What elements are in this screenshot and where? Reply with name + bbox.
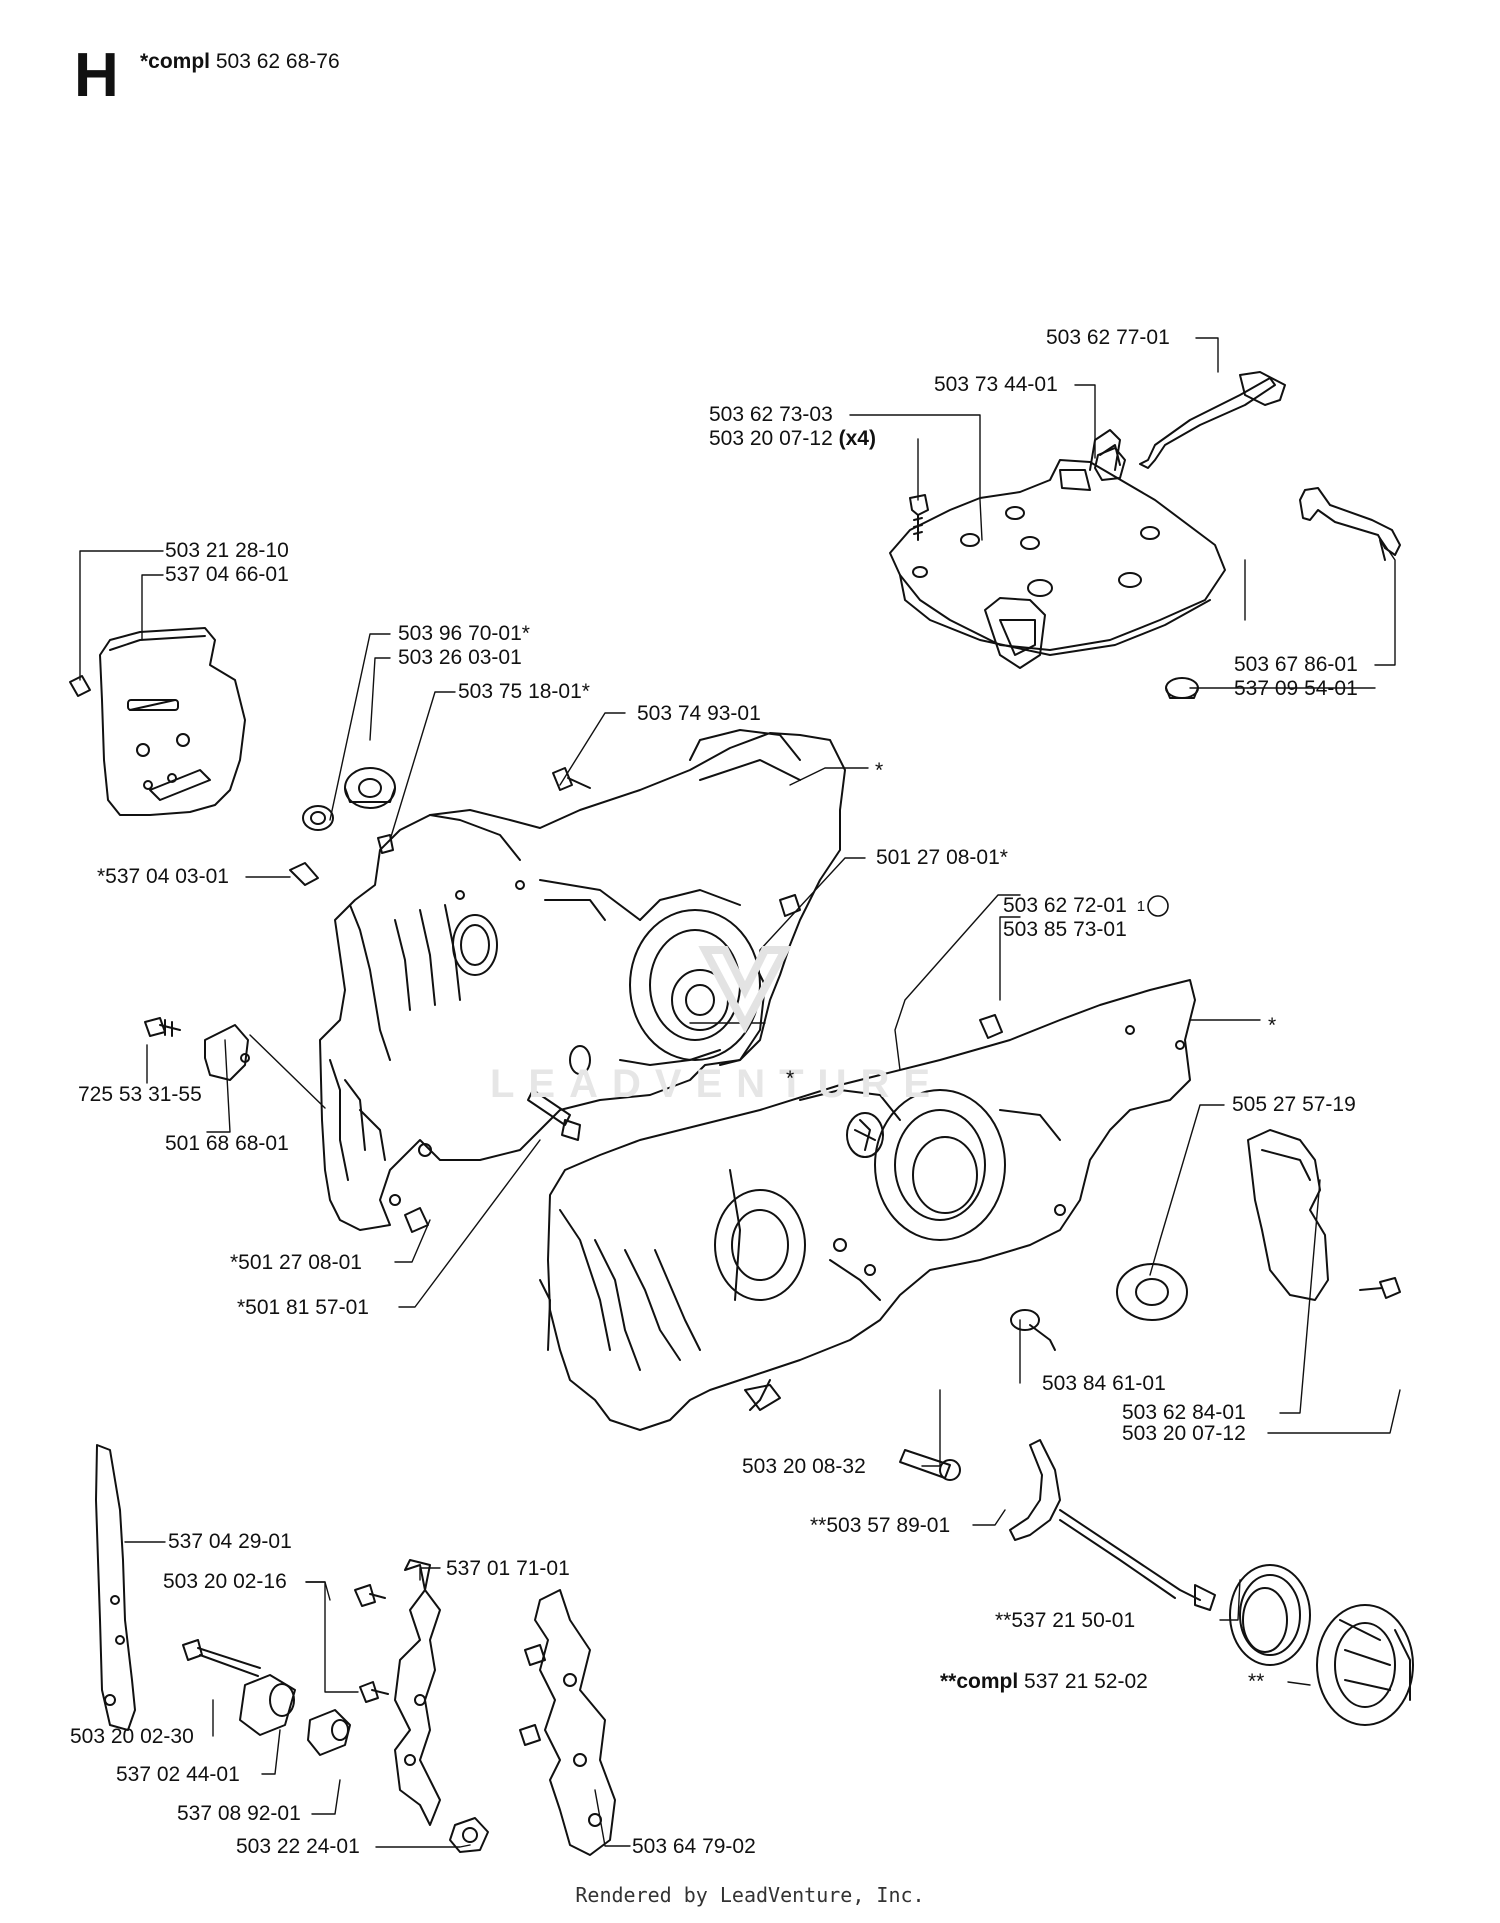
part-label[interactable]: 503 62 73-03 (709, 403, 833, 426)
part-label[interactable]: 537 04 29-01 (168, 1530, 292, 1553)
part-label[interactable]: 503 20 02-30 (70, 1725, 194, 1748)
part-label[interactable]: 537 09 54-01 (1234, 677, 1358, 700)
crankcase-half-right (539, 979, 1401, 1481)
kit-label[interactable]: **compl 537 21 52-02 (940, 1670, 1148, 1694)
part-label[interactable]: 503 73 44-01 (934, 373, 1058, 396)
side-plate-assembly (69, 627, 396, 886)
part-label[interactable]: 503 20 08-32 (742, 1455, 866, 1478)
crankcase-half-left (144, 729, 846, 1233)
part-label[interactable]: 503 67 86-01 (1234, 653, 1358, 676)
part-label[interactable]: * (1268, 1014, 1277, 1037)
part-label-with-note[interactable]: 503 62 72-01 1 (1003, 894, 1145, 920)
part-label[interactable]: 537 04 66-01 (165, 563, 289, 586)
part-label[interactable]: *537 04 03-01 (97, 865, 229, 888)
part-label[interactable]: 503 84 61-01 (1042, 1372, 1166, 1395)
part-label[interactable]: 503 85 73-01 (1003, 918, 1127, 941)
part-label[interactable]: 503 96 70-01* (398, 622, 530, 645)
leadventure-logo-icon (698, 946, 792, 1034)
part-label[interactable]: * (875, 759, 884, 782)
kit-prefix: **compl (940, 1670, 1019, 1693)
fuel-hose-and-cap (1009, 1439, 1414, 1726)
footer-credit: Rendered by LeadVenture, Inc. (575, 1883, 925, 1907)
section-letter: H (74, 41, 119, 110)
leader-lines (79, 337, 1401, 1848)
part-label[interactable]: **537 21 50-01 (995, 1609, 1136, 1632)
part-label[interactable]: 537 02 44-01 (116, 1763, 240, 1786)
circled-number-icon (1147, 895, 1169, 917)
circled-number: 1 (1136, 898, 1146, 915)
part-label[interactable]: 503 62 77-01 (1046, 326, 1170, 349)
part-label[interactable]: 537 01 71-01 (446, 1557, 570, 1580)
top-cover-assembly (889, 371, 1401, 699)
part-label[interactable]: 503 62 84-01 (1122, 1401, 1246, 1424)
part-label[interactable]: 501 27 08-01* (876, 846, 1008, 869)
quantity: (x4) (838, 427, 876, 450)
part-number: 503 20 07-12 (709, 427, 833, 450)
part-label[interactable]: 501 68 68-01 (165, 1132, 289, 1155)
assembly-prefix: *compl (140, 50, 211, 73)
bucking-spike-assembly (95, 1444, 616, 1856)
part-label[interactable]: 503 74 93-01 (637, 702, 761, 725)
part-label[interactable]: 503 20 02-16 (163, 1570, 287, 1593)
part-label[interactable]: * (786, 1067, 795, 1090)
part-label[interactable]: 537 08 92-01 (177, 1802, 301, 1825)
watermark-text: LEADVENTURE (490, 1062, 945, 1106)
part-label-with-qty[interactable]: 503 20 07-12 (x4) (709, 427, 876, 451)
part-label[interactable]: 503 26 03-01 (398, 646, 522, 669)
part-label[interactable]: *501 27 08-01 (230, 1251, 362, 1274)
part-label[interactable]: 503 75 18-01* (458, 680, 590, 703)
part-label[interactable]: **503 57 89-01 (810, 1514, 951, 1537)
part-label[interactable]: 503 20 07-12 (1122, 1422, 1246, 1445)
part-label[interactable]: 503 21 28-10 (165, 539, 289, 562)
part-label[interactable]: ** (1248, 1670, 1265, 1693)
part-label[interactable]: 503 64 79-02 (632, 1835, 756, 1858)
part-label[interactable]: *501 81 57-01 (237, 1296, 369, 1319)
assembly-number: 503 62 68-76 (215, 50, 340, 73)
assembly-title: *compl 503 62 68-76 (140, 50, 340, 74)
part-label[interactable]: 725 53 31-55 (78, 1083, 202, 1106)
part-label[interactable]: 503 22 24-01 (236, 1835, 360, 1858)
kit-number: 537 21 52-02 (1024, 1670, 1148, 1693)
part-label[interactable]: 505 27 57-19 (1232, 1093, 1356, 1116)
part-number: 503 62 72-01 (1003, 894, 1127, 917)
